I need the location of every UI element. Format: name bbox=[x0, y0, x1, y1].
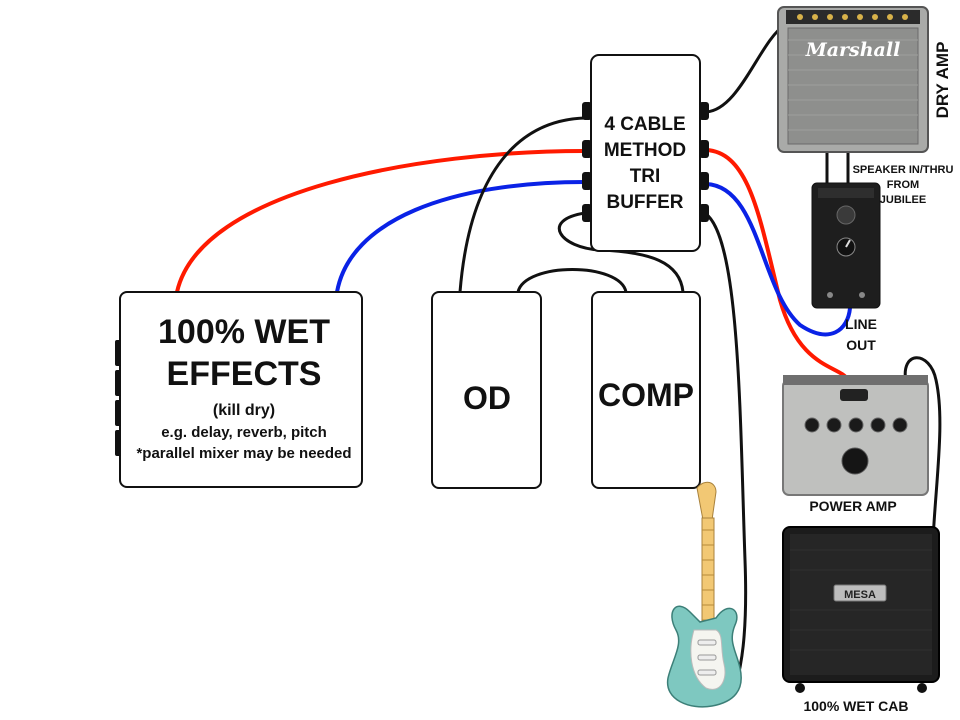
jubilee-load-box[interactable] bbox=[811, 182, 881, 309]
wet-cab-label: 100% WET CAB bbox=[803, 698, 908, 714]
comp-label: COMP bbox=[598, 377, 694, 413]
power-amp-badge bbox=[840, 389, 868, 401]
marshall-logo: Marshall bbox=[805, 39, 901, 61]
mesa-logo: MESA bbox=[844, 589, 876, 601]
black-cable-od-to-comp bbox=[516, 268, 628, 294]
jubilee-label2: FROM bbox=[887, 179, 919, 191]
power-amp[interactable] bbox=[782, 375, 929, 496]
guitar-headstock bbox=[696, 481, 717, 521]
wet-effects-note1: (kill dry) bbox=[213, 402, 275, 419]
black-cable-buffer-to-dry-amp bbox=[704, 23, 787, 114]
od-label: OD bbox=[463, 380, 511, 416]
line-out-label2: OUT bbox=[846, 337, 876, 353]
buffer-line1: 4 CABLE bbox=[604, 114, 685, 135]
power-amp-master-knob[interactable] bbox=[841, 447, 869, 475]
jubilee-label3: JUBILEE bbox=[880, 194, 926, 206]
blue-cable-to-wet-effects bbox=[335, 180, 587, 294]
jubilee-label1: SPEAKER IN/THRU bbox=[853, 164, 954, 176]
jubilee-logo bbox=[836, 205, 856, 225]
black-cable-buffer-to-guitar bbox=[704, 212, 748, 692]
wet-effects-title2: EFFECTS bbox=[167, 355, 322, 393]
power-amp-knobs[interactable] bbox=[804, 417, 908, 433]
wet-cab[interactable]: MESA bbox=[782, 526, 940, 693]
cables bbox=[175, 23, 942, 692]
wet-effects-note3: *parallel mixer may be needed bbox=[136, 445, 351, 462]
od-pedal[interactable]: OD bbox=[431, 291, 542, 489]
guitar-pickups bbox=[697, 639, 717, 676]
buffer-left-jacks bbox=[582, 102, 592, 222]
wet-effects-side-jacks bbox=[115, 340, 121, 456]
amp-grille-pattern bbox=[788, 39, 918, 131]
red-cable-to-wet-effects bbox=[175, 149, 587, 294]
comp-pedal[interactable]: COMP bbox=[591, 291, 701, 489]
wet-effects-note2: e.g. delay, reverb, pitch bbox=[161, 424, 327, 441]
wet-effects-box[interactable]: 100% WET EFFECTS (kill dry) e.g. delay, … bbox=[115, 291, 363, 488]
dry-amp[interactable]: Marshall bbox=[777, 6, 929, 153]
cab-grille-pattern bbox=[790, 549, 932, 651]
amp-knobs bbox=[797, 14, 908, 20]
buffer-right-jacks bbox=[699, 102, 709, 222]
black-cable-dry-amp-to-jubilee bbox=[825, 148, 850, 187]
black-cable-power-amp-to-cab bbox=[903, 356, 942, 542]
dry-amp-label: DRY AMP bbox=[933, 42, 952, 119]
blue-cable-buffer-to-line-out bbox=[704, 182, 852, 337]
buffer-line2: METHOD bbox=[604, 140, 686, 161]
line-out-label1: LINE bbox=[845, 316, 877, 332]
power-amp-label: POWER AMP bbox=[809, 498, 896, 514]
black-cable-buffer-to-od bbox=[458, 116, 587, 294]
guitar[interactable] bbox=[666, 481, 742, 708]
tri-buffer[interactable]: 4 CABLE METHOD TRI BUFFER bbox=[582, 54, 709, 252]
buffer-line3: TRI bbox=[630, 166, 661, 187]
buffer-line4: BUFFER bbox=[606, 192, 683, 213]
wet-effects-title1: 100% WET bbox=[158, 313, 330, 351]
